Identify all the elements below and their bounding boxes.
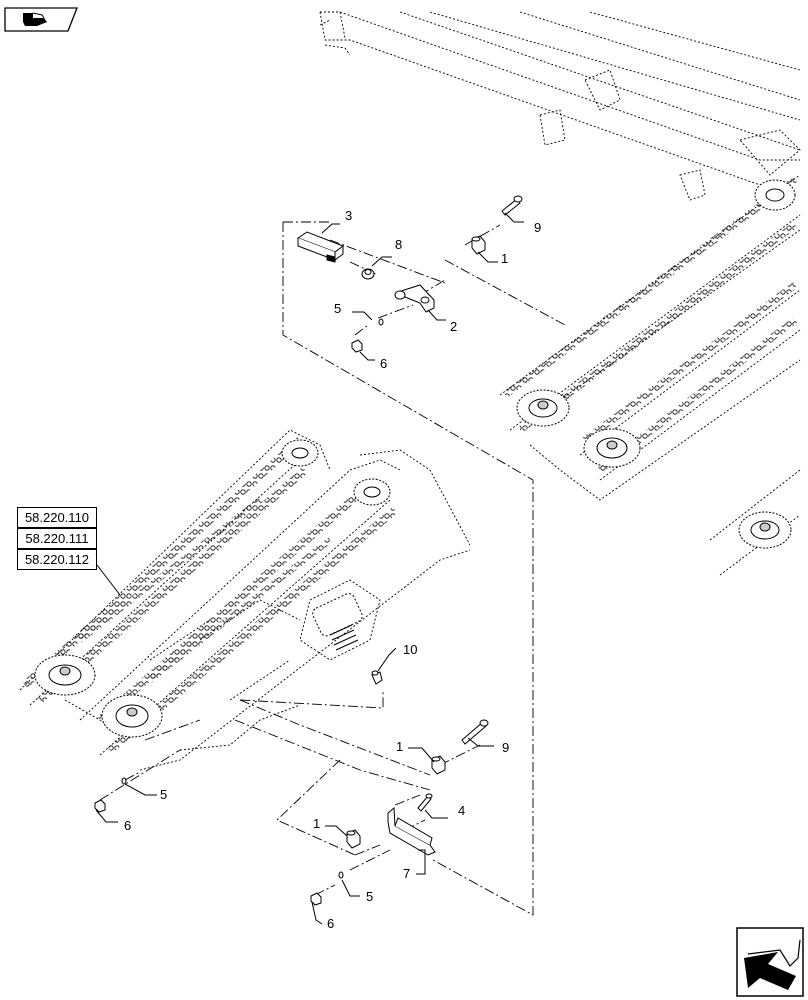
part-1-spacer-bottom [346, 829, 361, 849]
upper-right-chains [502, 177, 798, 473]
part-6-cap-bottom [310, 892, 322, 906]
callout-10: 10 [403, 642, 417, 657]
callout-6: 6 [327, 916, 334, 931]
lower-left-chains [22, 437, 398, 754]
reference-link-1[interactable]: 58.220.110 [17, 507, 97, 528]
callout-3: 3 [345, 208, 352, 223]
part-3-sleeve [296, 231, 345, 263]
part-5-pin-top [378, 318, 384, 326]
part-1-spacer-mid [431, 755, 446, 775]
callout-1: 1 [313, 816, 320, 831]
leader-lines [95, 212, 524, 925]
motor-spring [312, 593, 363, 651]
part-5-pin-mid [121, 777, 127, 785]
part-4-bolt [417, 793, 433, 812]
part-10-nipple [371, 670, 383, 685]
callout-9: 9 [534, 220, 541, 235]
callout-8: 8 [395, 237, 402, 252]
upper-right-sprockets [516, 179, 796, 549]
phantom-lines [99, 221, 566, 916]
part-1-spacer-top [471, 235, 486, 255]
part-8-bushing [361, 268, 375, 280]
callout-5: 5 [334, 301, 341, 316]
lower-left-sprockets [34, 439, 391, 738]
callout-5: 5 [366, 889, 373, 904]
part-7-divider [387, 806, 436, 856]
callout-9: 9 [502, 740, 509, 755]
reference-link-2[interactable]: 58.220.111 [17, 528, 97, 549]
part-5-pin-bottom [338, 871, 344, 879]
callout-2: 2 [450, 319, 457, 334]
part-6-cap-mid [94, 799, 106, 813]
callout-5: 5 [160, 787, 167, 802]
header-frame [319, 11, 801, 201]
navigation-arrow-icon[interactable] [736, 927, 804, 997]
callout-1: 1 [396, 739, 403, 754]
part-2-bracket [394, 284, 435, 313]
callout-4: 4 [458, 803, 465, 818]
callout-6: 6 [124, 818, 131, 833]
reference-link-3[interactable]: 58.220.112 [17, 549, 97, 570]
callout-1: 1 [501, 251, 508, 266]
part-9-bolt-top [501, 195, 523, 216]
part-9-bolt-bottom [461, 719, 489, 745]
callout-7: 7 [403, 866, 410, 881]
callout-6: 6 [380, 356, 387, 371]
callouts: 3 8 9 1 5 2 6 10 1 9 5 4 1 6 7 5 6 [124, 208, 541, 931]
exploded-view-book-icon[interactable] [4, 7, 78, 32]
part-6-cap-top [351, 339, 363, 353]
lower-left-assembly [19, 429, 471, 771]
